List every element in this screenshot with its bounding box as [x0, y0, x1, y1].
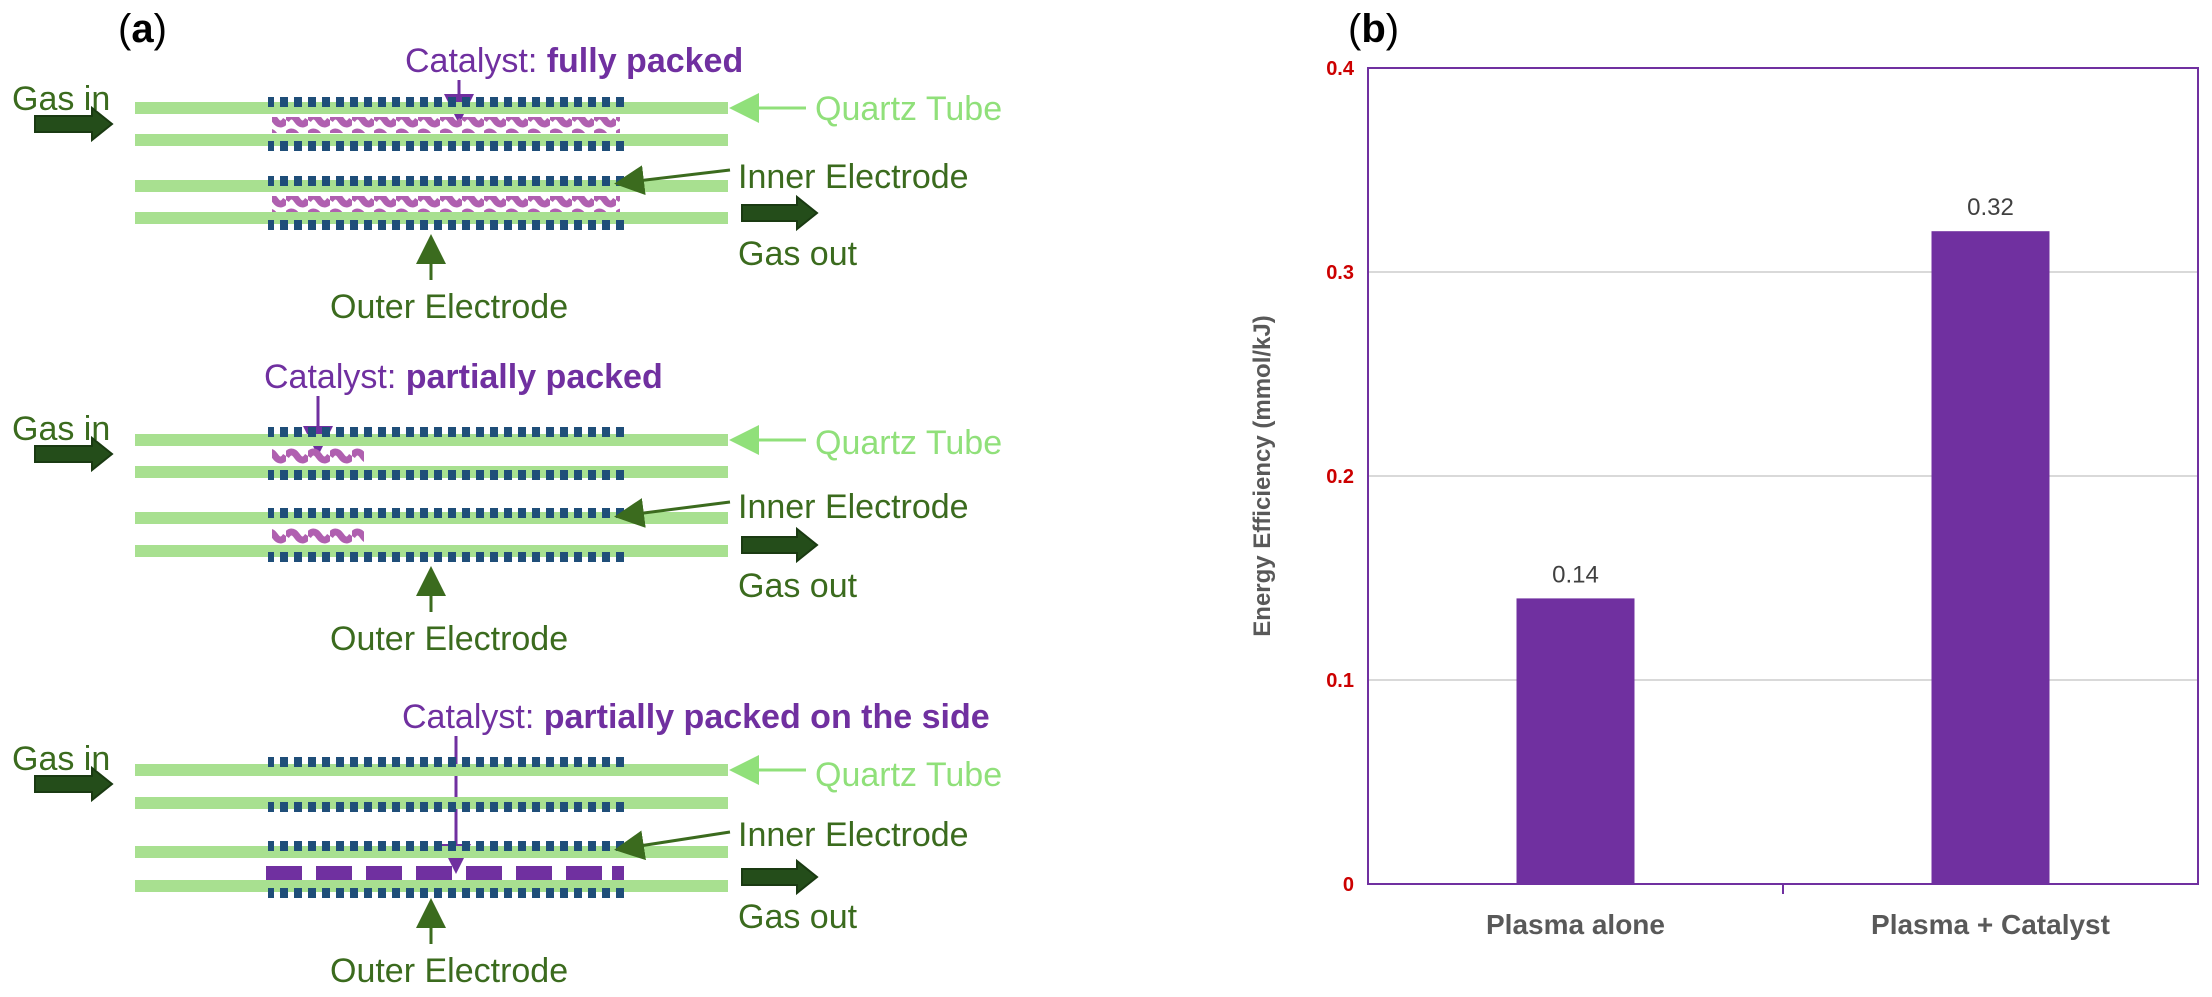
inner-electrode-label: Inner Electrode — [738, 816, 969, 854]
y-tick-label: 0.4 — [1326, 58, 1355, 80]
catalyst-bed — [272, 528, 364, 544]
bar-chart: 0 0.1 0.2 0.3 0.4 Plasma alone Plasma + Catal… — [1249, 58, 2199, 940]
inner-electrode-label: Inner Electrode — [738, 158, 969, 196]
quartz-tube-label: Quartz Tube — [815, 756, 1002, 794]
gas-out-arrow-icon — [741, 526, 819, 564]
catalyst-label: Catalyst: partially packed — [264, 358, 663, 396]
outer-electrode — [268, 802, 624, 812]
x-tick-label: Plasma alone — [1486, 909, 1665, 940]
outer-electrode — [268, 427, 624, 437]
bar-plasma-catalyst — [1931, 231, 2050, 884]
gas-in-arrow-icon — [34, 105, 114, 143]
catalyst-label: Catalyst: partially packed on the side — [402, 698, 990, 736]
gas-out-label: Gas out — [738, 567, 858, 605]
reactor-side-packed: Catalyst: partially packed on the side G… — [12, 698, 1002, 990]
reactor-fully-packed: Catalyst: fully packed Gas in Quartz Tub… — [12, 42, 1002, 326]
y-tick-label: 0.3 — [1326, 262, 1354, 284]
outer-electrode-label: Outer Electrode — [330, 288, 568, 326]
panel-b-label: (b) — [1348, 7, 1399, 51]
outer-electrode — [268, 552, 624, 562]
outer-electrode — [268, 757, 624, 767]
x-tick-label: Plasma + Catalyst — [1871, 909, 2110, 940]
gas-in-arrow-icon — [34, 435, 114, 473]
outer-electrode — [268, 220, 624, 230]
chart-gridlines — [1368, 271, 2198, 681]
data-labels: 0.14 0.32 — [1552, 194, 2014, 588]
catalyst-bed — [272, 196, 620, 212]
catalyst-bed — [272, 448, 364, 464]
y-axis-title: Energy Efficiency (mmol/kJ) — [1249, 315, 1276, 636]
quartz-tube-label: Quartz Tube — [815, 424, 1002, 462]
bar-plasma-alone — [1516, 598, 1635, 884]
gas-out-label: Gas out — [738, 898, 858, 936]
reactor-partially-packed: Catalyst: partially packed Gas in Quartz… — [12, 358, 1002, 658]
outer-electrode — [268, 97, 624, 107]
gas-out-label: Gas out — [738, 235, 858, 273]
outer-electrode — [268, 470, 624, 480]
y-tick-label: 0.1 — [1326, 670, 1354, 692]
y-tick-label: 0 — [1343, 874, 1354, 896]
catalyst-bed — [272, 117, 620, 133]
inner-electrode-pointer — [614, 498, 731, 528]
y-tick-labels: 0 0.1 0.2 0.3 0.4 — [1326, 58, 1355, 896]
inner-electrode-pointer — [614, 830, 731, 861]
outer-electrode-label: Outer Electrode — [330, 952, 568, 990]
quartz-tube-label: Quartz Tube — [815, 90, 1002, 128]
inner-electrode — [268, 508, 624, 518]
outer-electrode — [268, 141, 624, 151]
inner-electrode-label: Inner Electrode — [738, 488, 969, 526]
catalyst-strip — [266, 866, 624, 880]
y-tick-label: 0.2 — [1326, 466, 1354, 488]
gas-out-arrow-icon — [741, 194, 819, 232]
outer-electrode-label: Outer Electrode — [330, 620, 568, 658]
panel-a-label: (a) — [118, 7, 167, 51]
gas-in-arrow-icon — [34, 765, 114, 803]
inner-electrode — [268, 841, 624, 851]
inner-electrode — [268, 176, 624, 186]
data-label: 0.14 — [1552, 561, 1599, 588]
gas-out-arrow-icon — [741, 858, 819, 896]
outer-electrode — [268, 888, 624, 898]
catalyst-label: Catalyst: fully packed — [405, 42, 743, 80]
data-label: 0.32 — [1967, 194, 2014, 221]
chart-bars — [1516, 231, 2050, 894]
inner-electrode-pointer — [614, 165, 731, 196]
x-tick-labels: Plasma alone Plasma + Catalyst — [1486, 909, 2110, 940]
